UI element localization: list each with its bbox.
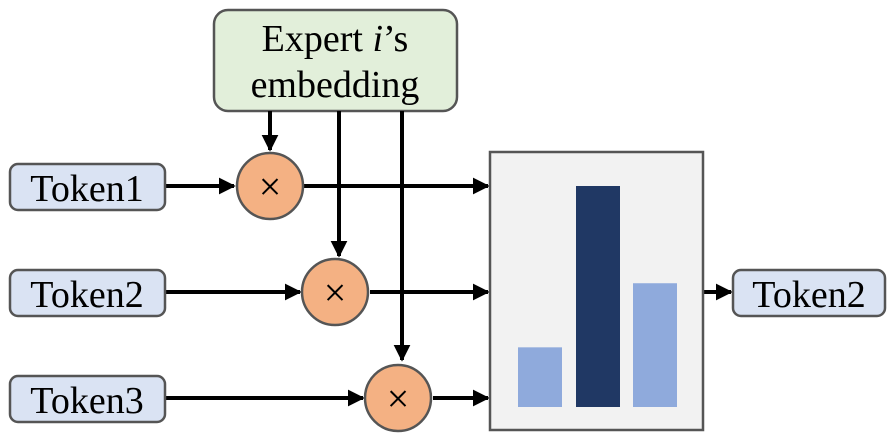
multiply-icon-2: × — [324, 270, 347, 315]
token-input-1: Token1 — [8, 162, 167, 212]
attention-bar-1 — [518, 347, 562, 407]
token-input-3-label: Token3 — [30, 380, 143, 422]
token-input-3: Token3 — [8, 374, 167, 424]
expert-connectors — [261, 111, 411, 362]
token-output: Token2 — [731, 268, 887, 318]
expert-label-line1: Expert i’s — [262, 18, 409, 60]
expert-embedding-box: Expert i’s embedding — [212, 8, 459, 113]
multiply-node-3: × — [363, 363, 433, 433]
token-input-2: Token2 — [8, 268, 167, 318]
multiply-icon-3: × — [387, 376, 410, 421]
multiply-node-2: × — [300, 257, 370, 327]
token-input-1-label: Token1 — [30, 168, 143, 210]
token-input-2-label: Token2 — [30, 274, 143, 316]
attention-bar-3 — [633, 283, 677, 407]
multiply-node-1: × — [235, 151, 305, 221]
token-output-label: Token2 — [752, 274, 865, 316]
multiply-icon-1: × — [259, 164, 282, 209]
attention-bar-2 — [576, 186, 620, 407]
token-arrows — [165, 177, 733, 407]
attention-chart — [488, 150, 705, 432]
expert-label-line2: embedding — [251, 64, 420, 106]
